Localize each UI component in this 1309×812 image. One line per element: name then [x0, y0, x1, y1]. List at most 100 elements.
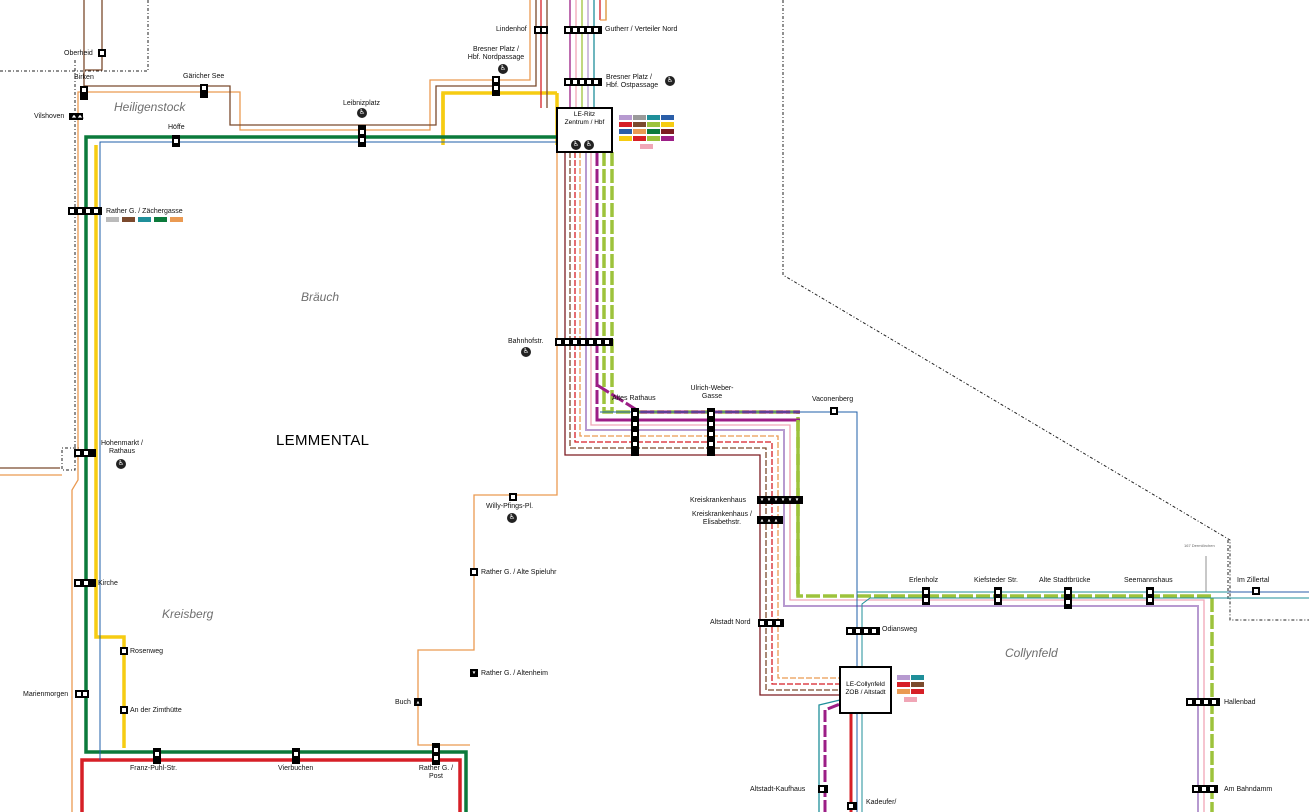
- stop-label-ulrich-weber-line1: Ulrich-Weber-: [690, 385, 734, 392]
- stop-label-altstadt-kaufhaus: Altstadt-Kaufhaus: [750, 786, 806, 793]
- line-chip: [633, 115, 646, 120]
- line-chip: [633, 129, 646, 134]
- stop-label-bresner-ost-line2: Hbf. Ostpassage: [606, 82, 659, 89]
- stop-label-gaericher-see: Gäricher See: [183, 73, 225, 80]
- stop-label-seemannshaus: Seemannshaus: [1124, 577, 1173, 584]
- town-name: LEMMENTAL: [276, 432, 370, 449]
- accessibility-icon: ♿: [507, 513, 517, 523]
- stop-label-rather-post: Rather G. / Post: [410, 765, 462, 781]
- line-chip: [647, 122, 660, 127]
- line-chip: [619, 122, 632, 127]
- line-chip: [647, 136, 660, 141]
- stop-label-kadeufer: Kadeufer/: [866, 799, 897, 806]
- stop-marker-dots: [70, 28, 1258, 808]
- accessibility-icon: ♿: [357, 108, 367, 118]
- accessibility-icon: ♿: [571, 140, 581, 150]
- stop-label-rather-zaecher: Rather G. / Zächergasse: [106, 208, 183, 215]
- line-chip: [170, 217, 183, 222]
- hub-le-ritz-line2: Zentrum / Hbf: [564, 118, 605, 126]
- stop-label-hallenbad: Hallenbad: [1224, 699, 1256, 706]
- line-chip: [661, 136, 674, 141]
- hub-le-collynfeld-line1: LE-Collynfeld: [846, 681, 885, 688]
- stop-label-buch: Buch: [395, 699, 411, 706]
- line-chip: [154, 217, 167, 222]
- stop-label-rosenweg: Rosenweg: [130, 648, 164, 655]
- line-chip: [633, 122, 646, 127]
- lines-collynfeld-south: [818, 699, 841, 812]
- line-chip: [911, 675, 924, 680]
- stop-label-rather-altenheim: Rather G. / Altenheim: [481, 670, 548, 677]
- stop-label-oberheid: Oberheid: [64, 50, 93, 57]
- stop-label-bresner-nord-line2: Hbf. Nordpassage: [467, 54, 525, 61]
- stop-label-kirche: Kirche: [98, 580, 118, 587]
- stop-label-bresner-ost-line1: Bresner Platz /: [606, 74, 652, 81]
- stop-label-kreiskrankenhaus-elisabeth: Kreiskrankenhaus / Elisabethstr.: [684, 511, 760, 527]
- line-chip: [661, 115, 674, 120]
- stop-label-leibnizplatz: Leibnizplatz: [343, 100, 380, 107]
- line-chip: [904, 697, 917, 702]
- line-yellow-main: [94, 93, 559, 748]
- line-brown: [0, 0, 537, 469]
- stop-label-bresner-ost: Bresner Platz / Hbf. Ostpassage: [606, 74, 658, 90]
- line-chip: [647, 115, 660, 120]
- stop-label-hoeffe: Höffe: [168, 124, 185, 131]
- lines-north: [540, 0, 607, 108]
- line-yellow: [441, 91, 557, 140]
- stop-label-alte-stadtbruecke: Alte Stadtbrücke: [1039, 577, 1091, 584]
- stop-label-ulrich-weber-line2: Gasse: [701, 393, 723, 400]
- line-chip: [106, 217, 119, 222]
- stop-label-kreiskrankenhaus-elisabeth-line2: Elisabethstr.: [702, 519, 742, 526]
- stop-label-hohenmarkt-line2: Rathaus: [108, 448, 136, 455]
- stop-label-bahnhofstr: Bahnhofstr.: [508, 338, 544, 345]
- line-teal: [99, 141, 557, 760]
- stop-label-bresner-nord-line1: Bresner Platz /: [473, 46, 519, 53]
- hub-le-collynfeld[interactable]: LE-Collynfeld ZOB / Altstadt: [839, 666, 892, 714]
- trunk-verticals: [595, 152, 800, 606]
- accessibility-icon: ♿: [584, 140, 594, 150]
- line-chip: [619, 115, 632, 120]
- stop-label-kiefsteder: Kiefsteder Str.: [974, 577, 1018, 584]
- line-chip: [138, 217, 151, 222]
- line-chip: [897, 675, 910, 680]
- district-kreisberg: Kreisberg: [162, 607, 214, 621]
- stop-label-im-zillertal: Im Zillertal: [1237, 577, 1270, 584]
- district-collynfeld: Collynfeld: [1005, 646, 1058, 660]
- line-green: [84, 135, 557, 812]
- hub-le-ritz-line1: LE-Ritz: [573, 111, 596, 118]
- hub-le-collynfeld-line2: ZOB / Altstadt: [845, 688, 886, 696]
- stop-label-vilshoven: Vilshoven: [34, 113, 65, 120]
- stop-label-rather-post-line2: Post: [428, 773, 443, 780]
- accessibility-icon: ♿: [521, 347, 531, 357]
- line-chip: [647, 129, 660, 134]
- line-chip: [661, 129, 674, 134]
- stop-label-kreiskrankenhaus: Kreiskrankenhaus: [690, 497, 747, 504]
- accessibility-icon: ♿: [498, 64, 508, 74]
- stop-label-altstadt-nord: Altstadt Nord: [710, 619, 751, 626]
- stop-label-willy-pfings: Willy-Pfings-Pl.: [486, 503, 534, 510]
- stop-label-marienmorgen: Marienmorgen: [23, 691, 69, 698]
- border-note: 167 Dermlörchen: [1184, 543, 1215, 548]
- line-chip: [897, 689, 910, 694]
- triangle-markers: [70, 113, 800, 705]
- stop-markers: [68, 26, 1260, 810]
- stop-label-kreiskrankenhaus-elisabeth-line1: Kreiskrankenhaus /: [692, 511, 752, 518]
- stop-label-hohenmarkt-line1: Hohenmarkt /: [100, 440, 144, 447]
- stop-label-vierbuchen: Vierbuchen: [278, 765, 314, 772]
- stop-label-birken: Birken: [74, 74, 94, 81]
- stop-label-bresner-nord: Bresner Platz / Hbf. Nordpassage: [460, 46, 532, 62]
- stop-label-gutherr: Gutherr / Verteiler Nord: [605, 26, 678, 33]
- district-braeuch: Bräuch: [301, 290, 340, 304]
- district-borders: [0, 0, 1309, 621]
- stop-label-an-der-zimthuette: An der Zimthütte: [130, 707, 182, 714]
- stop-label-odiansweg: Odiansweg: [882, 626, 918, 633]
- line-darkred: [85, 0, 103, 71]
- accessibility-icon: ♿: [116, 459, 126, 469]
- line-chip: [633, 136, 646, 141]
- stop-label-rather-post-line1: Rather G. /: [418, 765, 454, 772]
- line-chip: [911, 682, 924, 687]
- line-chip: [897, 682, 910, 687]
- stop-label-vaconenberg: Vaconenberg: [812, 396, 854, 403]
- stop-label-rather-spieluhr: Rather G. / Alte Spieluhr: [481, 569, 557, 576]
- district-heiligenstock: Heiligenstock: [114, 100, 186, 114]
- line-chip: [619, 136, 632, 141]
